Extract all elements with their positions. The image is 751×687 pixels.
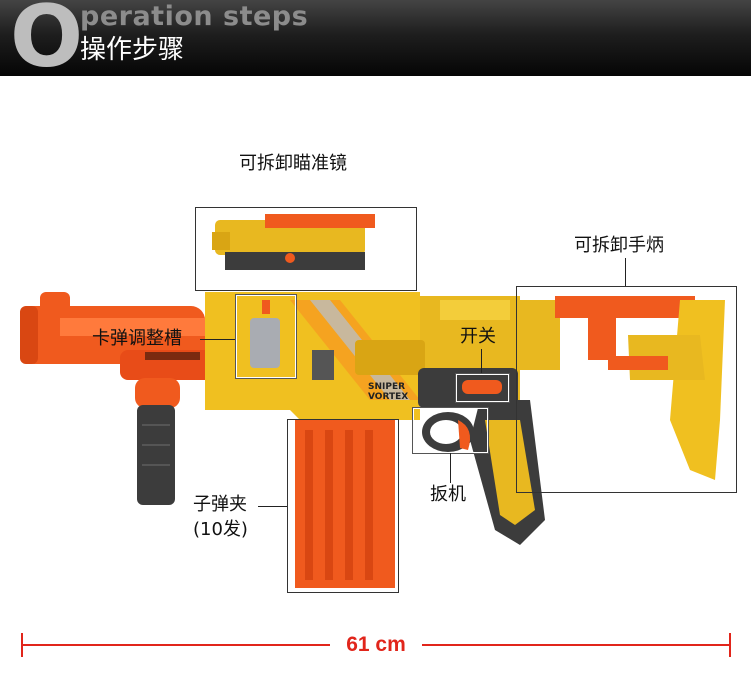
callout-clip-capacity: (10发) [193,519,248,540]
callout-clip-box [287,419,399,593]
callout-scope-label: 可拆卸瞄准镜 [239,153,347,174]
callout-switch-box [455,373,510,403]
callout-dart-slot-leader [200,339,236,340]
callout-stock-leader [625,258,626,286]
body-mark-line1: SNIPER [368,382,406,392]
callout-dart-slot-box [235,294,297,379]
stock [520,296,725,480]
barrel [20,292,215,380]
callout-stock-label: 可拆卸手炳 [574,235,664,256]
callout-scope-box [195,207,417,291]
dimension-line-right [422,644,730,646]
switch-part [462,380,502,394]
body-mark-line2: VORTEX [368,392,409,402]
callout-switch-label: 开关 [460,326,496,347]
header-initial: O [10,0,84,87]
callout-dart-slot-label: 卡弹调整槽 [92,328,182,349]
callout-trigger-leader [450,453,451,483]
callout-switch-leader [481,349,482,374]
header-title-english: peration steps [80,1,309,32]
dimension-line-left [22,644,330,646]
header-banner: O peration steps 操作步骤 [0,0,751,80]
dimension-tick-right [729,633,731,657]
trigger-guard [422,412,474,452]
scope [212,214,375,270]
magazine [295,420,395,588]
rear-grip [470,400,545,545]
header-title-chinese: 操作步骤 [80,35,185,65]
callout-trigger-label: 扳机 [430,484,466,505]
callout-trigger-box [412,407,489,454]
callout-stock-box [516,286,737,493]
front-grip [135,378,180,505]
callout-clip-leader [258,506,287,507]
dimension-length: 61 cm [346,633,406,656]
callout-clip-label: 子弹夹 [193,494,247,515]
dart-slot-part [250,300,280,368]
